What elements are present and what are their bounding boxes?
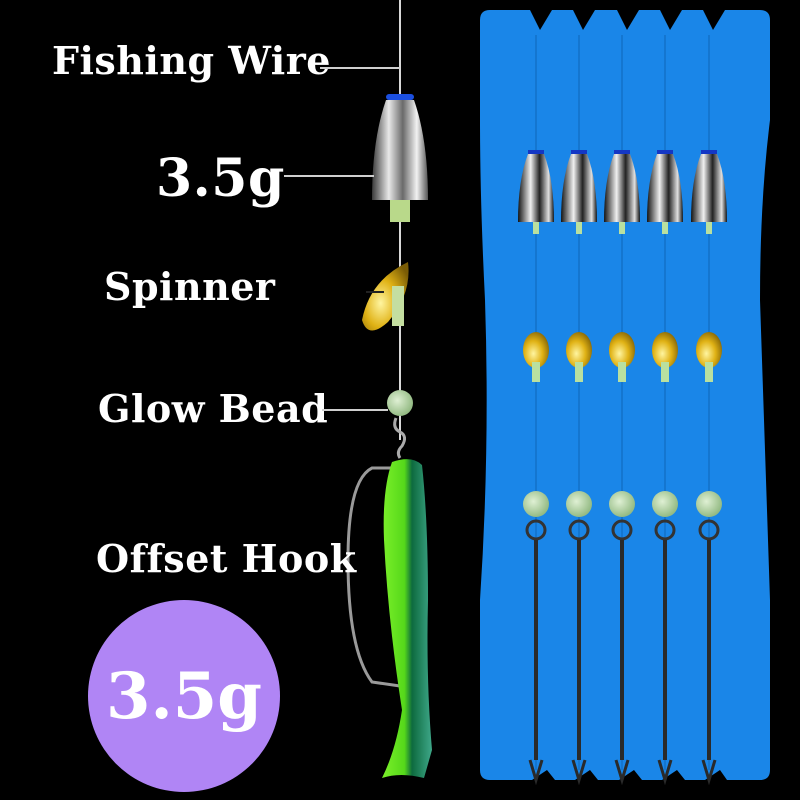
bullet-weight-icon — [372, 94, 428, 222]
leader-weight — [284, 175, 374, 177]
offset-hook-icon — [346, 466, 401, 688]
leader-fishing-wire — [320, 67, 400, 69]
label-fishing-wire: Fishing Wire — [52, 38, 331, 83]
rig-row — [518, 35, 727, 786]
label-weight: 3.5g — [156, 148, 285, 209]
glow-bead-icon — [387, 390, 413, 416]
label-glow-bead: Glow Bead — [98, 386, 329, 431]
leader-spinner — [366, 291, 384, 293]
weight-badge-text: 3.5g — [105, 658, 263, 734]
weight-badge: 3.5g — [88, 600, 280, 792]
spinner-blade-icon — [362, 262, 409, 331]
rig-storage-card — [480, 10, 770, 780]
label-spinner: Spinner — [104, 264, 276, 309]
leader-glow-bead — [322, 409, 388, 411]
soft-lure-icon — [382, 459, 432, 778]
label-offset-hook: Offset Hook — [96, 536, 357, 581]
